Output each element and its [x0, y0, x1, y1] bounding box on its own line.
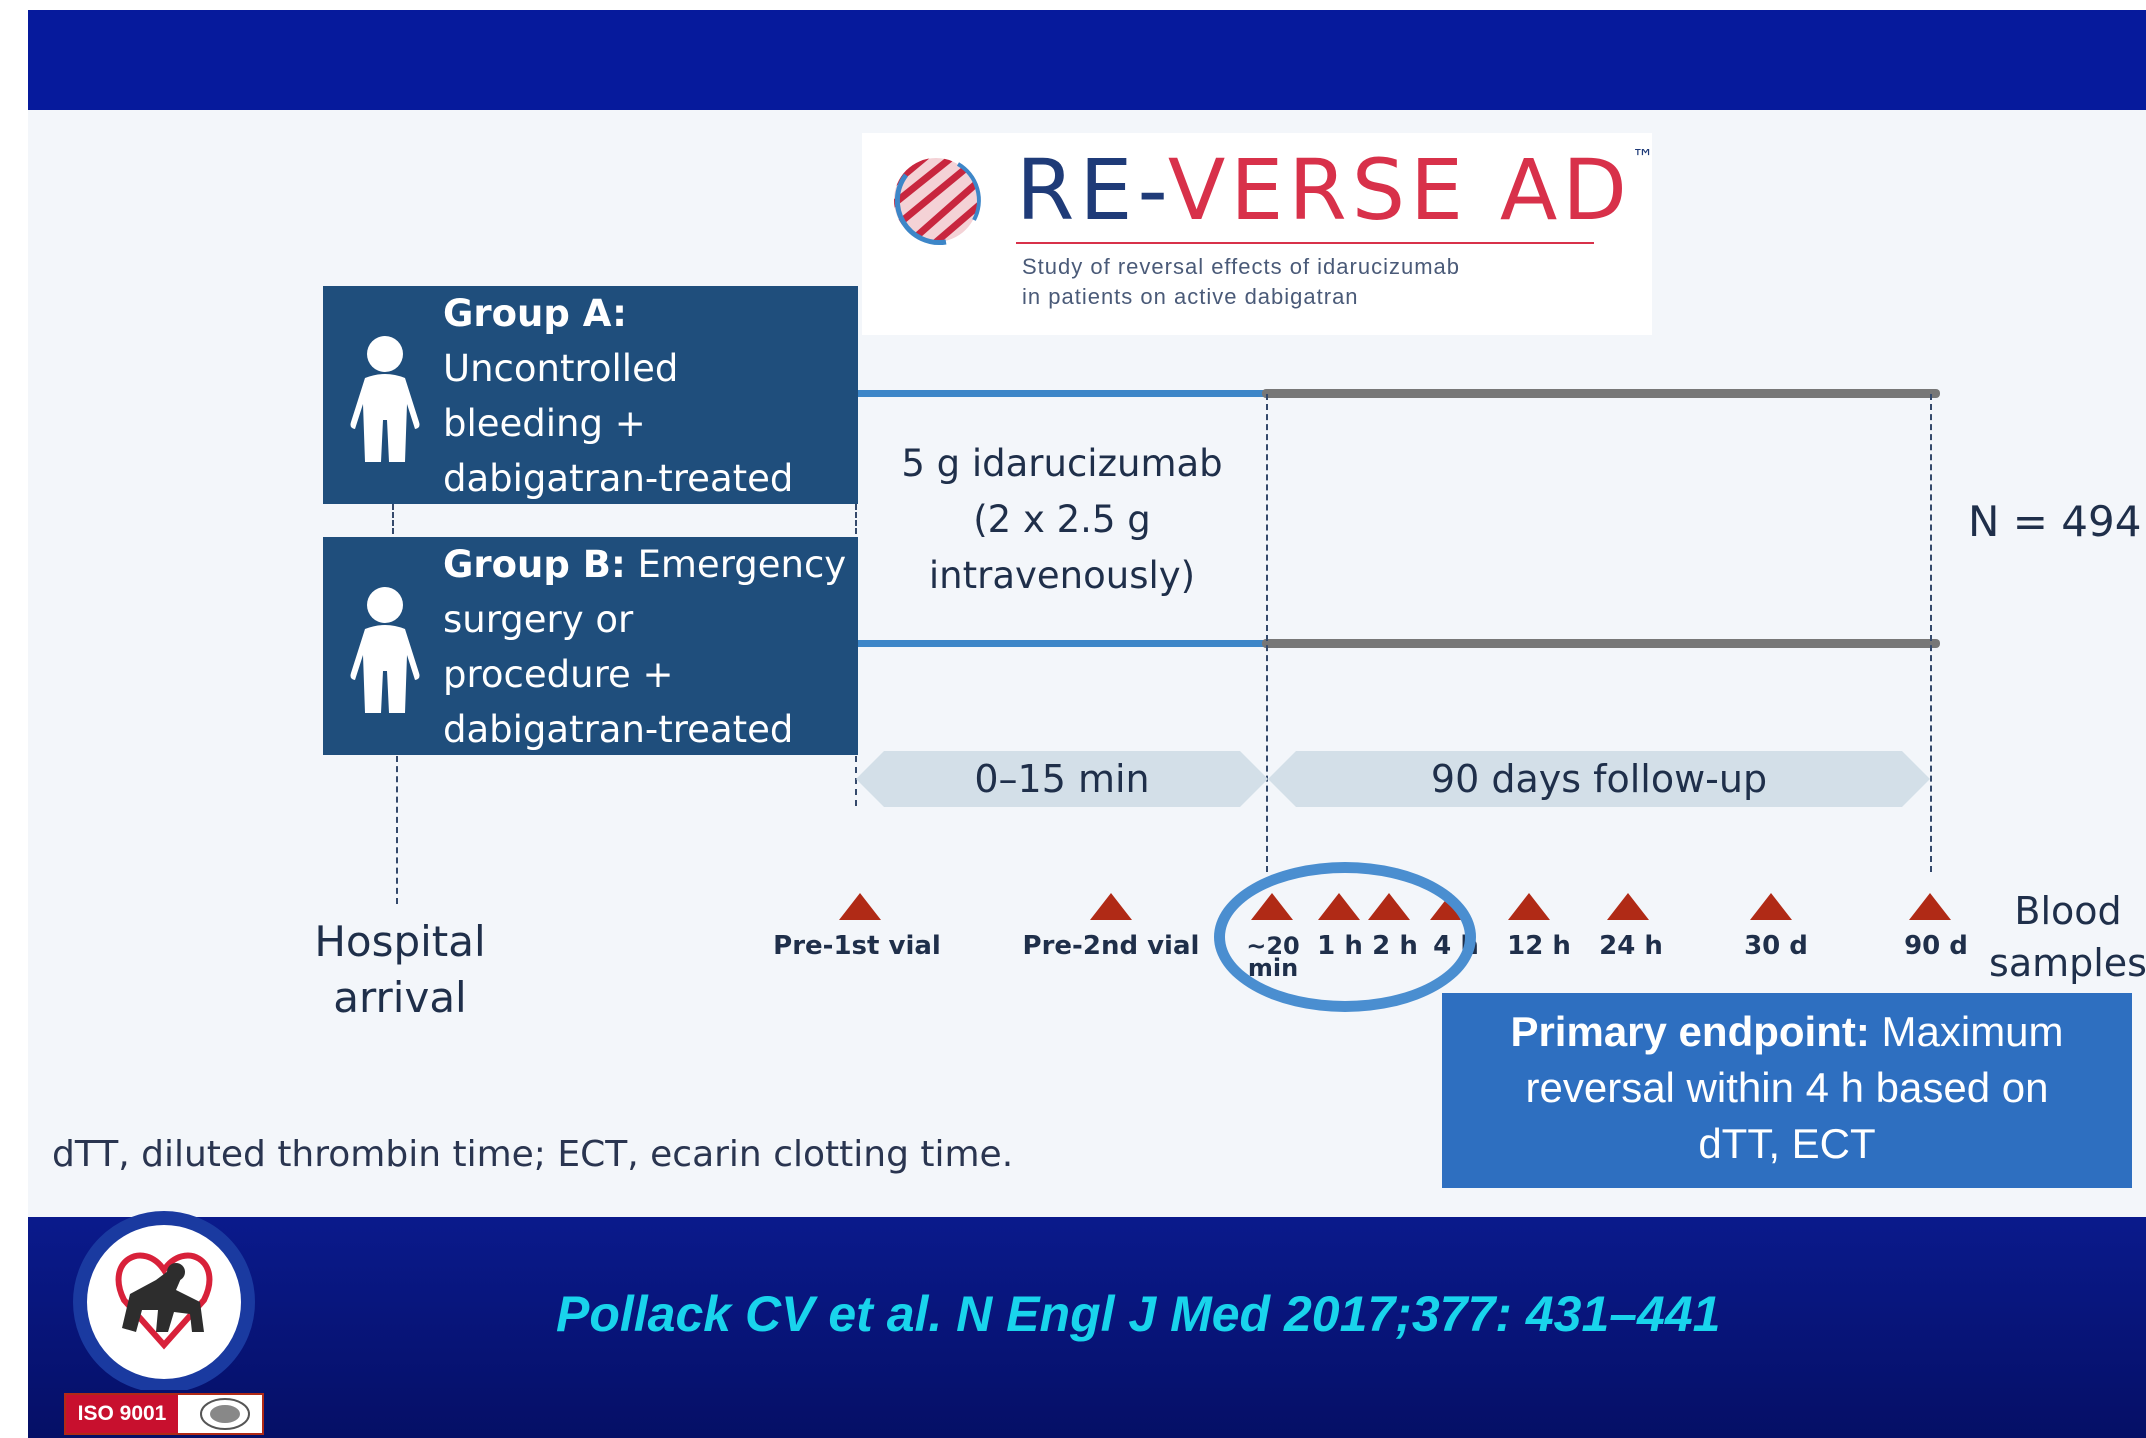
hospital-arrival-line2: arrival	[333, 973, 467, 1022]
header-band	[28, 10, 2146, 110]
blood-samples-label: Blood samples	[1978, 885, 2146, 989]
logo-subtitle-line2: in patients on active dabigatran	[1022, 284, 1359, 309]
blood-samples-line2: samples	[1989, 941, 2146, 985]
primary-endpoint-line1: Maximum	[1869, 1008, 2064, 1055]
dashed-guide	[855, 756, 857, 806]
group-b-heading: Group B:	[443, 543, 626, 586]
followup-bar-bottom	[1262, 639, 1940, 648]
group-b-box: Group B: Emergency surgery or procedure …	[323, 537, 858, 755]
timepoint-label: 24 h	[1599, 931, 1663, 961]
dashed-guide	[1266, 394, 1268, 872]
logo-title: RE-VERSE AD™	[1016, 146, 1654, 233]
dose-description: 5 g idarucizumab (2 x 2.5 g intravenousl…	[862, 436, 1262, 604]
person-icon	[350, 336, 420, 462]
primary-endpoint-box: Primary endpoint: Maximum reversal withi…	[1442, 993, 2132, 1188]
dosing-phase-label: 0–15 min	[974, 757, 1150, 801]
reverse-ad-logo	[862, 133, 1652, 335]
double-arrow-shape	[856, 751, 1268, 807]
iso-badge: ISO 9001	[64, 1393, 264, 1435]
followup-bar-top	[1262, 389, 1940, 398]
dosing-bar-top	[858, 390, 1266, 397]
group-b-heading-rest: Emergency	[625, 543, 847, 586]
primary-window-highlight	[1214, 862, 1476, 1012]
trademark-symbol: ™	[1631, 146, 1654, 171]
sample-marker-icon	[1607, 893, 1649, 920]
double-arrow-shape	[1268, 751, 1930, 807]
dashed-guide	[392, 504, 394, 534]
primary-endpoint-label: Primary endpoint:	[1510, 1008, 1870, 1055]
abbreviation-footnote: dTT, diluted thrombin time; ECT, ecarin …	[52, 1134, 1014, 1175]
dose-line2: (2 x 2.5 g	[973, 498, 1151, 541]
dashed-guide	[855, 504, 857, 534]
timepoint-label: 30 d	[1744, 931, 1808, 961]
group-a-line: Uncontrolled	[443, 347, 679, 390]
logo-title-re: RE-	[1016, 141, 1168, 239]
person-icon	[350, 587, 420, 713]
iso-label: ISO 9001	[66, 1395, 178, 1433]
logo-title-verse: VERSE AD	[1167, 141, 1632, 239]
hospital-arrival-label: Hospital arrival	[250, 914, 550, 1026]
certification-seal-icon	[200, 1398, 250, 1430]
timepoint-label: Pre-1st vial	[773, 931, 941, 961]
primary-endpoint-line3: dTT, ECT	[1698, 1120, 1876, 1167]
group-a-heading: Group A:	[443, 292, 627, 335]
logo-underline	[1016, 242, 1594, 244]
sample-marker-icon	[1090, 893, 1132, 920]
group-a-line: bleeding +	[443, 402, 646, 445]
group-a-line: dabigatran-treated	[443, 457, 794, 500]
sample-marker-icon	[1750, 893, 1792, 920]
left-margin-strip	[0, 0, 28, 1438]
group-b-line: dabigatran-treated	[443, 708, 794, 751]
sample-marker-icon	[1909, 893, 1951, 920]
logo-subtitle-line1: Study of reversal effects of idarucizuma…	[1022, 254, 1461, 279]
dashed-guide	[396, 756, 398, 904]
citation-reference: Pollack CV et al. N Engl J Med 2017;377:…	[556, 1286, 1721, 1342]
hospital-arrival-line1: Hospital	[314, 917, 486, 966]
followup-phase-arrow: 90 days follow-up	[1268, 751, 1930, 807]
timepoint-label: 12 h	[1507, 931, 1571, 961]
dose-line1: 5 g idarucizumab	[901, 442, 1223, 485]
dashed-guide	[1930, 394, 1932, 872]
globe-logo-icon	[894, 158, 981, 246]
group-a-box: Group A: Uncontrolled bleeding + dabigat…	[323, 286, 858, 504]
group-b-line: surgery or	[443, 598, 634, 641]
sample-size: N = 494	[1968, 497, 2142, 546]
timepoint-label: Pre-2nd vial	[1022, 931, 1200, 961]
dose-line3: intravenously)	[928, 554, 1196, 597]
group-b-line: procedure +	[443, 653, 674, 696]
sample-marker-icon	[839, 893, 881, 920]
department-logo	[73, 1211, 255, 1390]
dosing-phase-arrow: 0–15 min	[856, 751, 1268, 807]
followup-phase-label: 90 days follow-up	[1430, 757, 1768, 801]
dosing-bar-bottom	[858, 640, 1266, 647]
primary-endpoint-line2: reversal within 4 h based on	[1525, 1064, 2049, 1111]
timepoint-label: 90 d	[1904, 931, 1968, 961]
blood-samples-line1: Blood	[2014, 889, 2122, 933]
footer-band	[28, 1217, 2146, 1438]
sample-marker-icon	[1508, 893, 1550, 920]
